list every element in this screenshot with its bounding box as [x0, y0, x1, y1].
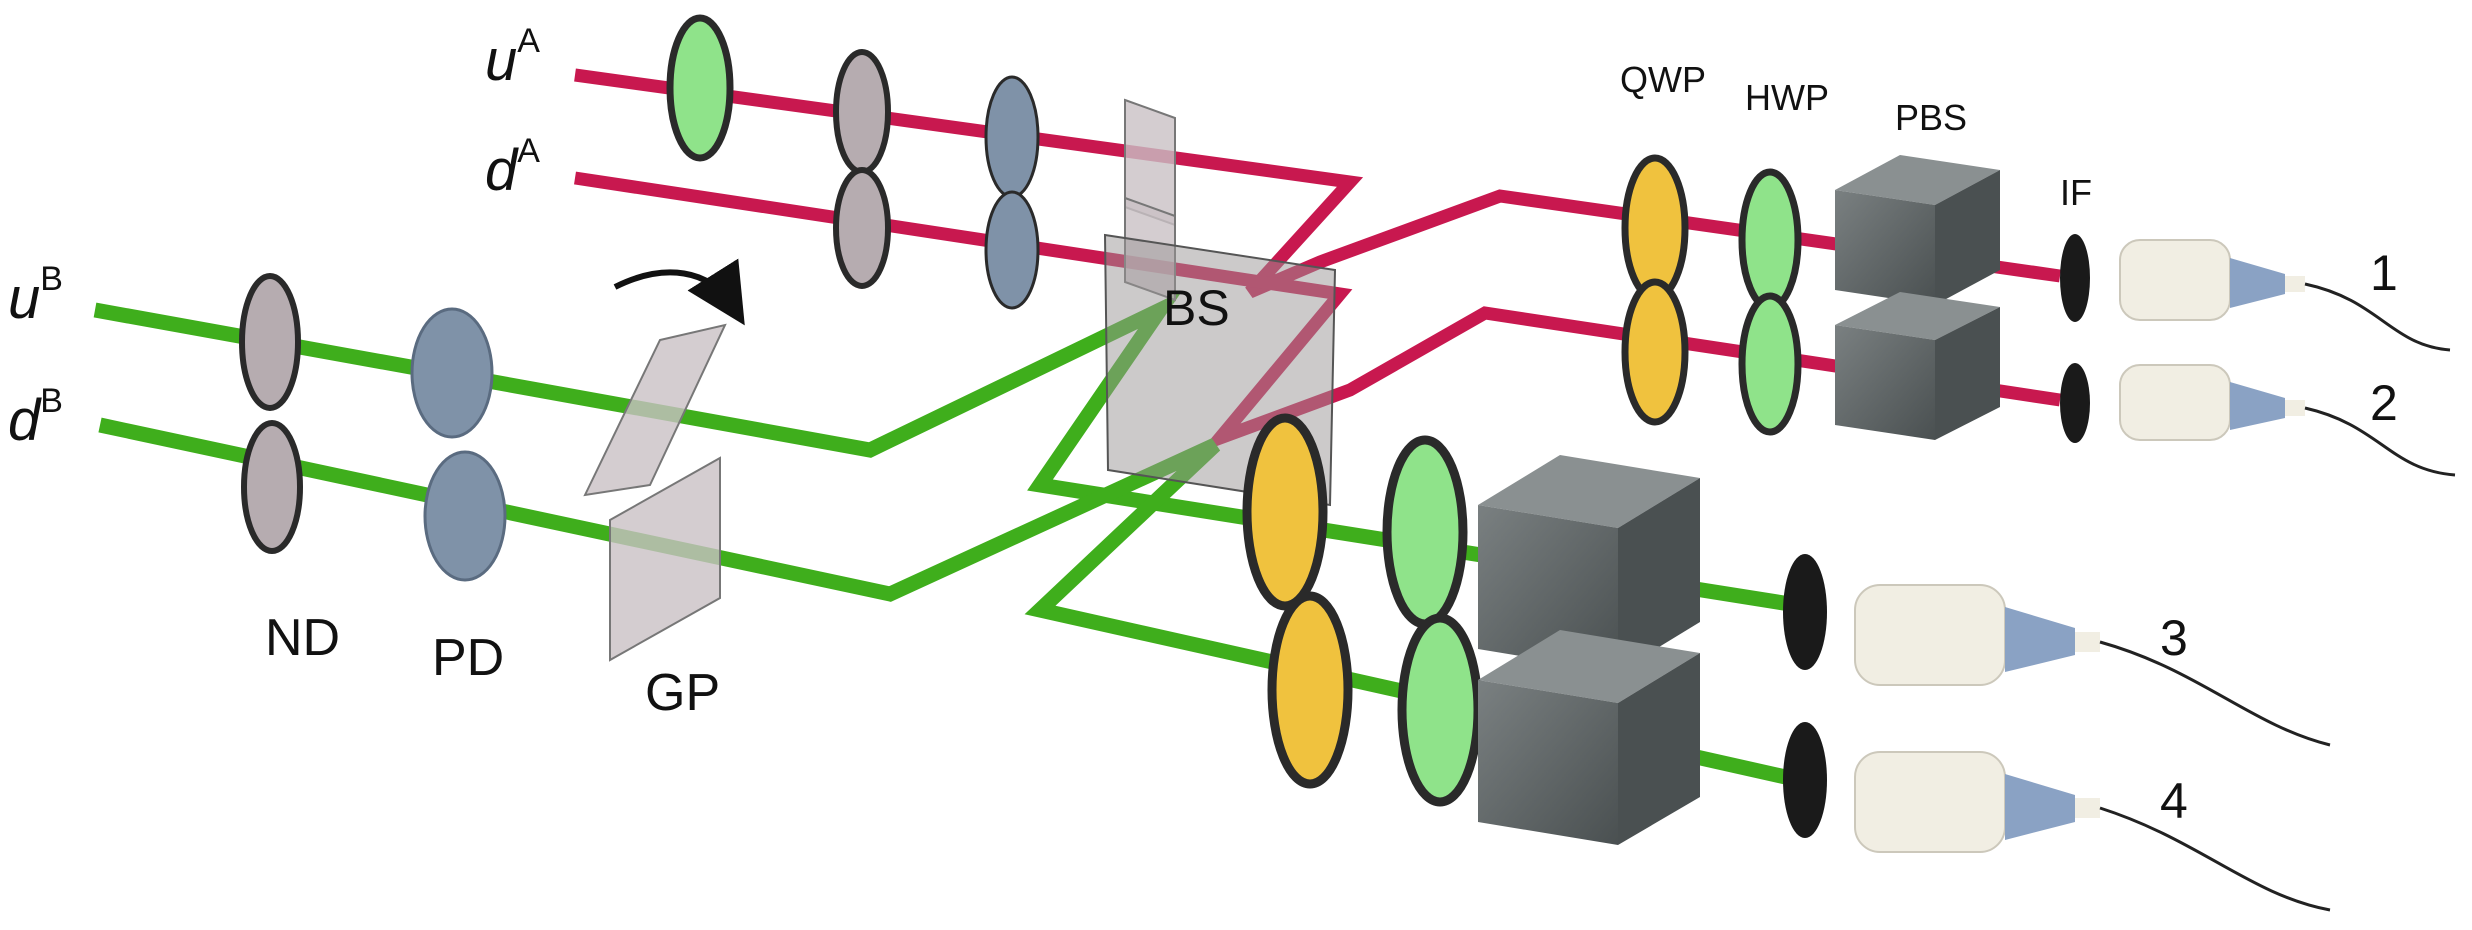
if-filter-4 — [1783, 722, 1827, 838]
upper-detection-arms — [1621, 154, 2456, 477]
fiber-coupler-3 — [1854, 584, 2331, 747]
pd-filter-dB — [423, 450, 507, 582]
lens-dA-blue — [984, 190, 1040, 310]
label-pbs: PBS — [1895, 97, 1967, 138]
qwp-2 — [1621, 278, 1689, 426]
rotation-arrow-icon — [613, 258, 745, 326]
pbs-4 — [1478, 630, 1700, 845]
label-output-3: 3 — [2160, 610, 2188, 666]
label-dB: dB — [8, 382, 63, 453]
fiber-coupler-1 — [2119, 239, 2451, 352]
if-filter-2 — [2060, 363, 2090, 443]
hwp-2 — [1738, 292, 1802, 436]
hwp-4 — [1397, 613, 1483, 807]
hwp-1 — [1738, 168, 1802, 312]
fiber-coupler-4 — [1854, 751, 2331, 912]
green-waveplate — [666, 14, 734, 162]
label-hwp: HWP — [1745, 77, 1829, 118]
qwp-1 — [1621, 154, 1689, 302]
labels: uA dA uB dB ND PD GP BS QWP HWP PBS IF 1… — [8, 22, 2398, 829]
hwp-3 — [1382, 435, 1468, 629]
label-qwp: QWP — [1620, 59, 1706, 100]
qwp-3 — [1242, 413, 1328, 611]
lower-detection-arms — [1242, 413, 2331, 912]
label-output-2: 2 — [2370, 375, 2398, 431]
if-filter-1 — [2060, 234, 2090, 322]
lens-uA-gray — [833, 49, 891, 175]
lens-dA-gray — [833, 167, 891, 289]
label-output-4: 4 — [2160, 773, 2188, 829]
label-pd: PD — [432, 629, 504, 687]
label-uB: uB — [8, 260, 63, 331]
label-output-1: 1 — [2370, 245, 2398, 301]
label-if: IF — [2060, 172, 2092, 213]
b-arm-optics — [239, 258, 745, 662]
label-uA: uA — [485, 22, 540, 93]
fiber-coupler-2 — [2119, 364, 2456, 477]
label-gp: GP — [645, 664, 720, 722]
pbs-3 — [1478, 455, 1700, 672]
pbs-2 — [1835, 292, 2000, 440]
if-filter-3 — [1783, 554, 1827, 670]
pd-filter-uB — [410, 307, 494, 439]
label-nd: ND — [265, 609, 340, 667]
a-arm-optics — [666, 14, 1176, 310]
nd-filter-uB — [239, 273, 301, 411]
label-bs: BS — [1163, 280, 1230, 336]
label-dA: dA — [485, 132, 540, 203]
lens-uA-blue — [984, 75, 1040, 199]
pbs-1 — [1835, 155, 2000, 305]
qwp-4 — [1267, 591, 1353, 789]
nd-filter-dB — [241, 420, 303, 554]
glass-plate-dB — [609, 456, 721, 662]
